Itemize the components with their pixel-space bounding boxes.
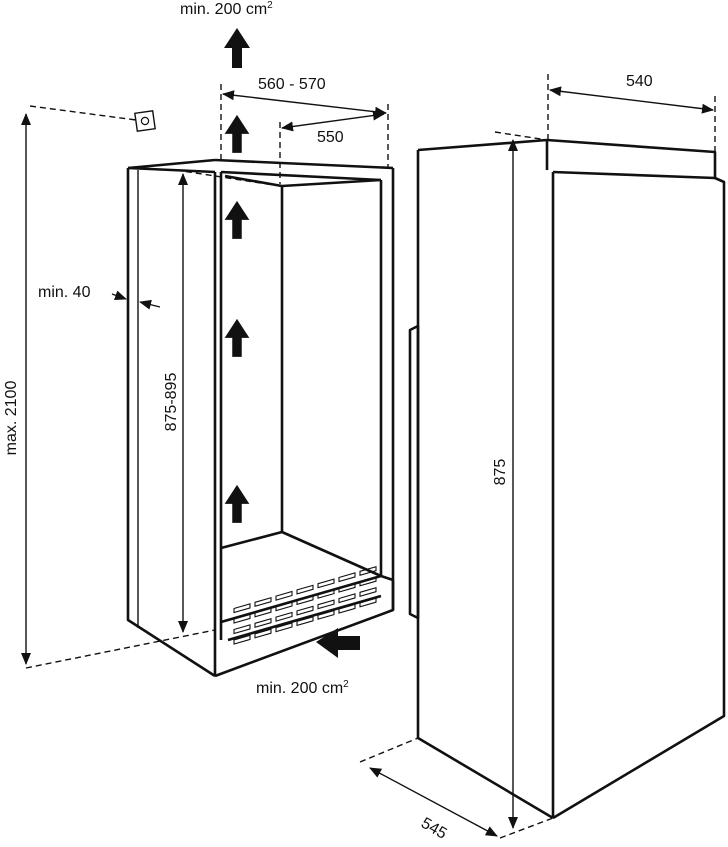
grille-slot	[359, 597, 377, 608]
grille-slot	[275, 611, 293, 622]
grille-slot	[254, 596, 272, 608]
ventilation-grille	[233, 565, 377, 645]
grille-slot	[275, 590, 293, 601]
niche-height-label: 875-895	[163, 373, 180, 432]
airflow-arrow-icon	[224, 200, 250, 239]
airflow-arrow-icon	[316, 628, 360, 658]
appliance-depth-dimension	[359, 737, 554, 839]
airflow-arrow-icon	[224, 114, 250, 153]
vent-top-label: min. 200 cm2	[180, 0, 273, 18]
grille-slot	[317, 588, 335, 599]
appliance-width-label: 540	[626, 73, 653, 90]
vent-bottom-superscript: 2	[343, 679, 349, 690]
airflow-arrows	[224, 28, 360, 658]
appliance-depth-label: 545	[418, 815, 450, 843]
grille-slot	[254, 617, 272, 629]
airflow-arrow-icon	[224, 318, 250, 357]
grille-slot	[275, 622, 293, 633]
appliance-height-label: 875	[492, 459, 509, 486]
grille-slot	[359, 576, 377, 587]
airflow-arrow-icon	[224, 28, 250, 68]
grille-slot	[296, 605, 314, 616]
grille-slot	[254, 628, 272, 639]
grille-slot	[317, 609, 335, 620]
grille-slot	[338, 603, 356, 614]
max-height-dimension	[21, 113, 216, 669]
grille-slot	[296, 584, 314, 595]
grille-slot	[296, 616, 314, 627]
inner-width-dimension	[279, 110, 385, 184]
grille-slot	[359, 565, 377, 577]
grille-slot	[275, 601, 293, 612]
airflow-arrow-icon	[224, 484, 250, 523]
vent-bottom-label: min. 200 cm2	[256, 679, 349, 697]
appliance-body	[408, 138, 726, 820]
inner-width-label: 550	[317, 129, 344, 146]
grille-slot	[233, 634, 251, 645]
grille-slot	[233, 603, 251, 614]
appliance-width-dimension	[547, 74, 716, 152]
grille-slot	[233, 624, 251, 635]
vent-top-superscript: 2	[267, 0, 273, 11]
grille-slot	[254, 607, 272, 618]
grille-slot	[317, 599, 335, 610]
grille-slot	[296, 595, 314, 606]
max-height-label: max. 2100	[3, 381, 20, 456]
grille-slot	[359, 586, 377, 598]
gap-label: min. 40	[38, 284, 91, 301]
niche-height-dimension	[175, 169, 281, 633]
power-socket-icon	[134, 110, 156, 132]
grille-slot	[317, 578, 335, 589]
niche-width-dimension	[220, 84, 389, 168]
grille-slot	[338, 593, 356, 604]
grille-slot	[233, 613, 251, 624]
appliance-height-dimension	[494, 131, 548, 829]
grille-slot	[338, 582, 356, 593]
niche-width-label: 560 - 570	[258, 76, 326, 93]
gap-dimension	[111, 290, 161, 310]
grille-slot	[338, 572, 356, 583]
